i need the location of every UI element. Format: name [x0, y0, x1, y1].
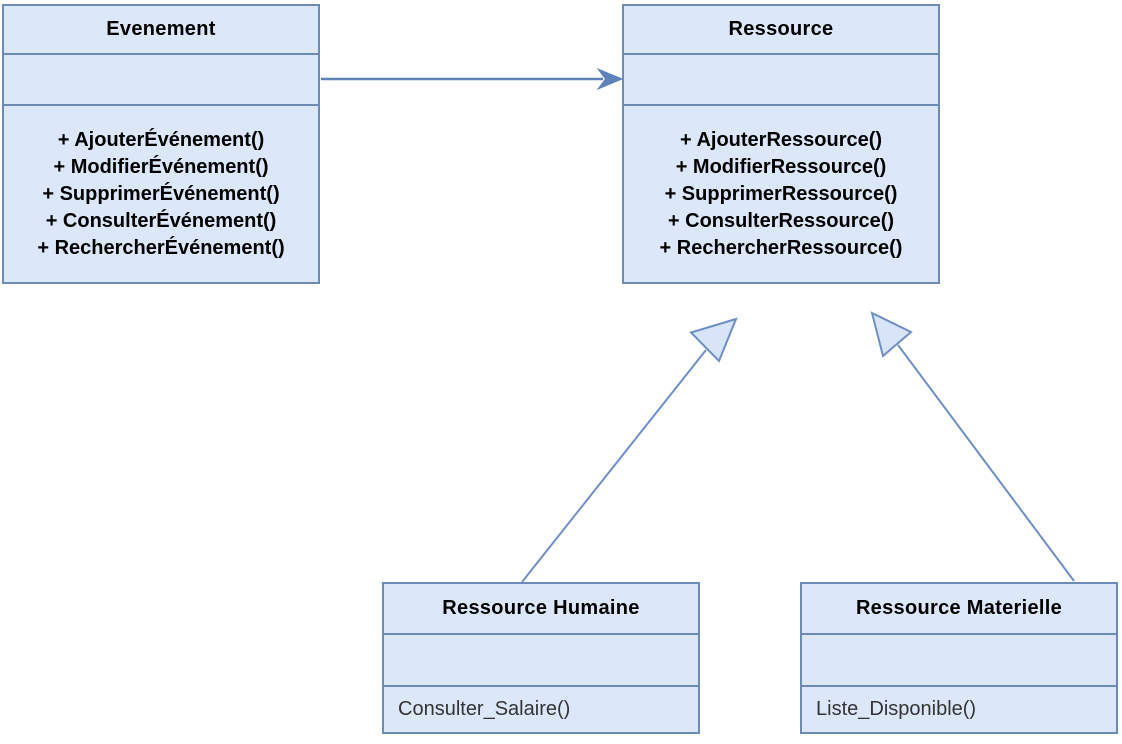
method-label: + ConsulterRessource(): [667, 209, 895, 232]
method-label: + RechercherRessource(): [659, 236, 903, 259]
method-label: + RechercherÉvénement(): [37, 236, 285, 259]
class-name-evenement: Evenement: [106, 18, 216, 40]
methods-section-ressource-humaine: Consulter_Salaire(): [384, 685, 698, 732]
class-name-ressource-materielle: Ressource Materielle: [855, 597, 1063, 619]
methods-section-ressource-materielle: Liste_Disponible(): [802, 685, 1116, 732]
class-box-ressource-materielle: Ressource Materielle Liste_Disponible(): [800, 582, 1118, 734]
class-box-ressource: Ressource + AjouterRessource() + Modifie…: [622, 4, 940, 284]
method-label: Liste_Disponible(): [816, 698, 977, 720]
generalization-line: [897, 344, 1075, 582]
attributes-section-ressource-materielle: [802, 633, 1116, 685]
method-label: + SupprimerÉvénement(): [42, 182, 280, 205]
generalization-triangle-icon: [689, 317, 738, 363]
methods-section-evenement: + AjouterÉvénement() + ModifierÉvénement…: [4, 104, 318, 282]
class-name-ressource-humaine: Ressource Humaine: [442, 597, 640, 619]
generalization-arrow-humaine-to-ressource: [521, 317, 738, 583]
method-label: + SupprimerRessource(): [664, 182, 898, 205]
method-label: + ModifierÉvénement(): [53, 155, 269, 178]
method-label: + ConsulterÉvénement(): [45, 209, 277, 232]
method-label: + AjouterÉvénement(): [57, 128, 265, 151]
class-name-ressource: Ressource: [728, 18, 834, 40]
association-arrow-evenement-to-ressource: [321, 67, 624, 91]
attributes-section-ressource-humaine: [384, 633, 698, 685]
method-label: Consulter_Salaire(): [398, 698, 571, 720]
class-box-ressource-humaine: Ressource Humaine Consulter_Salaire(): [382, 582, 700, 734]
methods-section-ressource: + AjouterRessource() + ModifierRessource…: [624, 104, 938, 282]
attributes-section-evenement: [4, 53, 318, 104]
association-arrowhead-icon: [596, 67, 624, 91]
generalization-triangle-icon: [870, 311, 913, 358]
attributes-section-ressource: [624, 53, 938, 104]
method-label: + AjouterRessource(): [679, 128, 883, 151]
generalization-line: [521, 349, 707, 583]
method-label: + ModifierRessource(): [675, 155, 887, 178]
class-box-evenement: Evenement + AjouterÉvénement() + Modifie…: [2, 4, 320, 284]
generalization-arrow-materielle-to-ressource: [870, 311, 1075, 582]
